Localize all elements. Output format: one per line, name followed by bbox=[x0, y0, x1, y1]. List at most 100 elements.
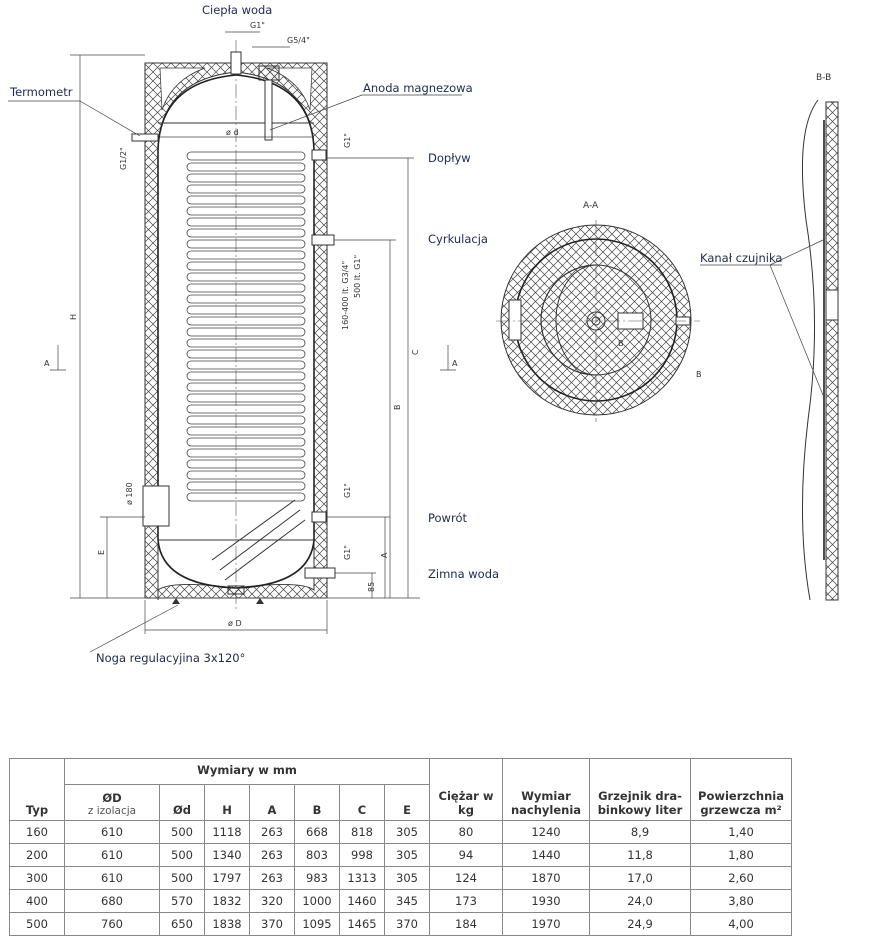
label-leg: Noga regulacyjina 3x120° bbox=[96, 651, 245, 665]
table-cell: 370 bbox=[249, 912, 295, 936]
coil-loop bbox=[186, 382, 306, 392]
table-cell: 300 bbox=[9, 866, 65, 890]
dim-inner-diameter: ø d bbox=[226, 128, 239, 137]
section-bb bbox=[700, 99, 839, 601]
table-cell: 345 bbox=[384, 889, 430, 913]
table-cell: 1095 bbox=[294, 912, 340, 936]
col-tilt: Wymiar nachylenia bbox=[502, 758, 590, 821]
col-surface: Powierzchnia grzewcza m² bbox=[690, 758, 792, 821]
coil-loop bbox=[186, 426, 306, 436]
dim-circulation-thread-b: 500 lt. G1" bbox=[353, 255, 362, 298]
coil-loop bbox=[186, 239, 306, 249]
section-marker-b-inner: B bbox=[618, 339, 624, 348]
dim-b: B bbox=[393, 405, 402, 411]
col-typ: Typ bbox=[9, 758, 65, 821]
table-cell: 200 bbox=[9, 843, 65, 867]
dimensions-table: Typ Wymiary w mm Ciężar w kg Wymiar nach… bbox=[9, 758, 792, 936]
table-cell: 1870 bbox=[502, 866, 590, 890]
table-cell: 998 bbox=[339, 843, 385, 867]
table-cell: 1,40 bbox=[690, 820, 792, 844]
coil-loop bbox=[186, 371, 306, 381]
table-cell: 1838 bbox=[204, 912, 250, 936]
table-cell: 803 bbox=[294, 843, 340, 867]
col-weight: Ciężar w kg bbox=[429, 758, 503, 821]
table-cell: 263 bbox=[249, 866, 295, 890]
section-marker-b-outer: B bbox=[696, 370, 702, 379]
section-bb-title: B-B bbox=[816, 73, 831, 83]
coil-loop bbox=[186, 250, 306, 260]
tank-elevation bbox=[8, 31, 462, 653]
table-cell: 4,00 bbox=[690, 912, 792, 936]
coil-loop bbox=[186, 184, 306, 194]
table-cell: 8,9 bbox=[589, 820, 691, 844]
table-cell: 760 bbox=[64, 912, 160, 936]
table-cell: 1313 bbox=[339, 866, 385, 890]
coil-loop bbox=[186, 338, 306, 348]
table-cell: 400 bbox=[9, 889, 65, 913]
table-cell: 668 bbox=[294, 820, 340, 844]
coil-loop bbox=[186, 481, 306, 491]
table-cell: 24,0 bbox=[589, 889, 691, 913]
coil-loop bbox=[186, 448, 306, 458]
col-b: B bbox=[294, 784, 340, 821]
table-cell: 1930 bbox=[502, 889, 590, 913]
section-aa-title: A-A bbox=[583, 201, 599, 211]
table-cell: 1465 bbox=[339, 912, 385, 936]
coil-loop bbox=[186, 459, 306, 469]
section-marker-a-left: A bbox=[44, 359, 50, 368]
table-cell: 305 bbox=[384, 843, 430, 867]
coil-loop bbox=[186, 393, 306, 403]
coil-loop bbox=[186, 283, 306, 293]
label-thermometer: Termometr bbox=[9, 85, 73, 99]
table-cell: 1970 bbox=[502, 912, 590, 936]
table-cell: 124 bbox=[429, 866, 503, 890]
dim-inflow-thread: G1" bbox=[343, 133, 352, 148]
table-cell: 184 bbox=[429, 912, 503, 936]
col-coil: Grzejnik dra-binkowy liter bbox=[589, 758, 691, 821]
table-cell: 1340 bbox=[204, 843, 250, 867]
table-cell: 500 bbox=[159, 843, 205, 867]
col-e: E bbox=[384, 784, 430, 821]
coil-loop bbox=[186, 349, 306, 359]
table-cell: 11,8 bbox=[589, 843, 691, 867]
coil-loop bbox=[186, 470, 306, 480]
col-a: A bbox=[249, 784, 295, 821]
table-cell: 80 bbox=[429, 820, 503, 844]
table-cell: 3,80 bbox=[690, 889, 792, 913]
coil-loop bbox=[186, 327, 306, 337]
table-cell: 263 bbox=[249, 843, 295, 867]
group-header: Wymiary w mm bbox=[64, 758, 430, 785]
table-cell: 17,0 bbox=[589, 866, 691, 890]
coil-loop bbox=[186, 195, 306, 205]
col-id: Ød bbox=[159, 784, 205, 821]
coil-loop bbox=[186, 261, 306, 271]
table-cell: 1,80 bbox=[690, 843, 792, 867]
label-hot-water: Ciepła woda bbox=[202, 3, 272, 17]
dim-bottom: 85 bbox=[367, 582, 376, 592]
table-cell: 305 bbox=[384, 820, 430, 844]
table-cell: 983 bbox=[294, 866, 340, 890]
dim-e: E bbox=[97, 550, 106, 555]
table-cell: 610 bbox=[64, 843, 160, 867]
dim-anode-thread: G5/4" bbox=[287, 36, 310, 45]
table-cell: 305 bbox=[384, 866, 430, 890]
table-cell: 610 bbox=[64, 820, 160, 844]
label-sensor-channel: Kanał czujnika bbox=[700, 251, 782, 265]
dim-circulation-thread-a: 160-400 lt. G3/4" bbox=[341, 261, 350, 330]
table-cell: 1118 bbox=[204, 820, 250, 844]
table-cell: 160 bbox=[9, 820, 65, 844]
dim-thermometer-thread: G1/2" bbox=[119, 147, 128, 170]
dim-hot-water-thread: G1" bbox=[250, 21, 265, 30]
coil-loop bbox=[186, 404, 306, 414]
table-cell: 370 bbox=[384, 912, 430, 936]
coil-loop bbox=[186, 206, 306, 216]
coil-loop bbox=[186, 162, 306, 172]
table-cell: 1240 bbox=[502, 820, 590, 844]
coil-loop bbox=[186, 272, 306, 282]
technical-drawing: Ciepła woda Termometr Anoda magnezowa Do… bbox=[8, 3, 839, 665]
dim-flange: ø 180 bbox=[125, 482, 134, 505]
table-cell: 173 bbox=[429, 889, 503, 913]
